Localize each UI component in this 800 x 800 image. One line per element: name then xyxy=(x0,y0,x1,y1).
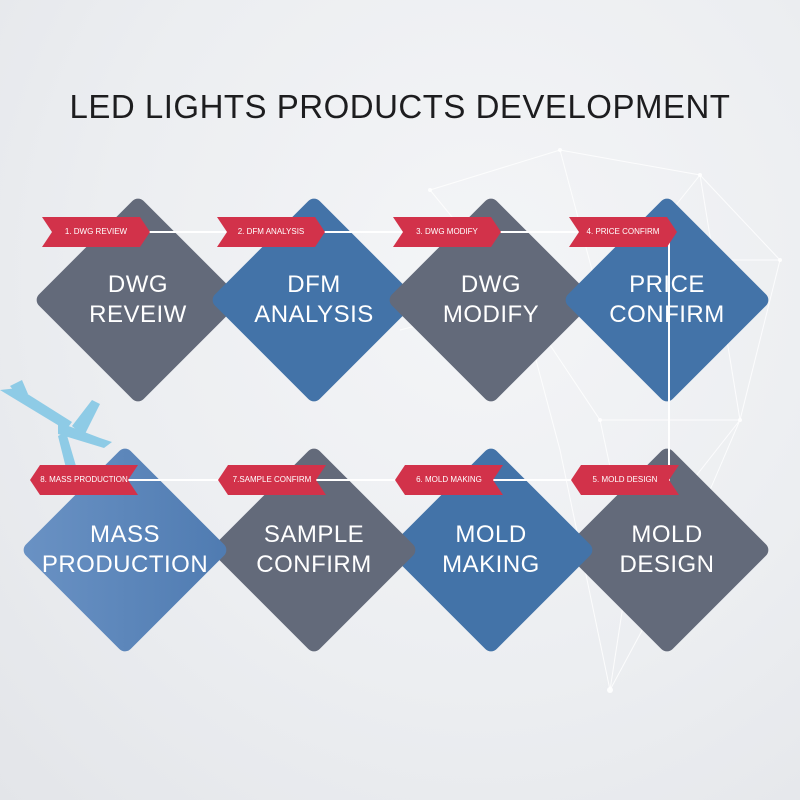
step-label-line2: CONFIRM xyxy=(256,551,372,578)
step-tag-text: 8. MASS PRODUCTION xyxy=(40,475,128,484)
step-label-line2: MODIFY xyxy=(442,301,540,328)
step-label-line1: MASS xyxy=(89,521,160,548)
step-label: PRICE CONFIRM xyxy=(582,270,752,330)
step-label-line2: ANALYSIS xyxy=(254,301,374,328)
step-tag: 6. MOLD MAKING xyxy=(395,465,503,495)
step-label: MASS PRODUCTION xyxy=(40,520,210,580)
step-tag: 8. MASS PRODUCTION xyxy=(30,465,138,495)
step-label: SAMPLE CONFIRM xyxy=(229,520,399,580)
step-label-line2: CONFIRM xyxy=(609,301,725,328)
step-label-line1: MOLD xyxy=(631,521,703,548)
step-tag: 3. DWG MODIFY xyxy=(393,217,501,247)
flow-line-top xyxy=(140,231,580,233)
step-tag: 4. PRICE CONFIRM xyxy=(569,217,677,247)
step-label-line1: PRICE xyxy=(629,271,705,298)
step-label-line2: MAKING xyxy=(442,551,540,578)
step-tag-text: 7.SAMPLE CONFIRM xyxy=(232,475,312,484)
step-label-line1: SAMPLE xyxy=(263,521,365,548)
flow-line-bottom xyxy=(110,479,670,481)
flow-line-right xyxy=(668,231,670,480)
step-label-line2: DESIGN xyxy=(619,551,715,578)
step-label-line2: REVEIW xyxy=(89,301,187,328)
step-label-line1: MOLD xyxy=(455,521,527,548)
step-tag-text: 5. MOLD DESIGN xyxy=(592,475,658,484)
step-tag: 5. MOLD DESIGN xyxy=(571,465,679,495)
step-label-line1: DWG xyxy=(460,271,522,298)
step-label: MOLD MAKING xyxy=(406,520,576,580)
step-tag-text: 2. DFM ANALYSIS xyxy=(237,227,305,236)
step-label: DFM ANALYSIS xyxy=(229,270,399,330)
step-label: DWG REVEIW xyxy=(53,270,223,330)
step-label-line2: PRODUCTION xyxy=(41,551,209,578)
step-label-line1: DFM xyxy=(287,271,341,298)
step-tag: 2. DFM ANALYSIS xyxy=(217,217,325,247)
page-title: LED LIGHTS PRODUCTS DEVELOPMENT xyxy=(69,88,731,125)
step-tag-text: 4. PRICE CONFIRM xyxy=(586,227,660,236)
step-tag-text: 1. DWG REVIEW xyxy=(64,227,128,236)
step-tag-text: 6. MOLD MAKING xyxy=(416,475,482,484)
step-tag-text: 3. DWG MODIFY xyxy=(416,227,478,236)
step-label-line1: DWG xyxy=(107,271,169,298)
step-label: DWG MODIFY xyxy=(406,270,576,330)
step-tag: 7.SAMPLE CONFIRM xyxy=(218,465,326,495)
step-tag: 1. DWG REVIEW xyxy=(42,217,150,247)
airplane-icon xyxy=(0,380,112,468)
step-label: MOLD DESIGN xyxy=(582,520,752,580)
